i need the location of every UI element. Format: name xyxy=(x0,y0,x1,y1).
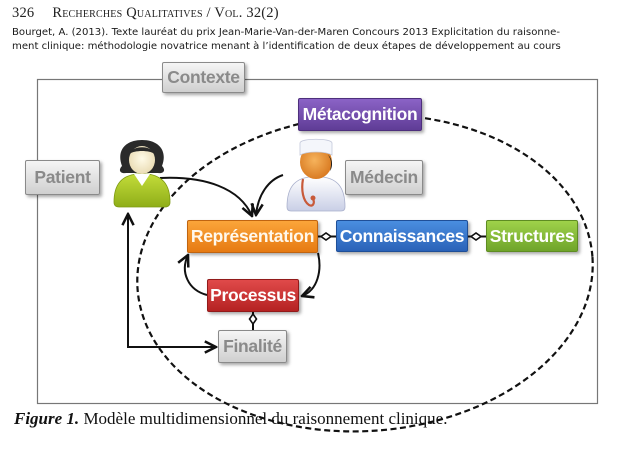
citation-line-2: ment clinique: méthodologie novatrice me… xyxy=(12,41,561,52)
female-user-icon xyxy=(113,140,171,208)
node-medecin: Médecin xyxy=(345,160,423,195)
node-connaissances: Connaissances xyxy=(336,220,468,252)
node-metacognition: Métacognition xyxy=(298,98,422,131)
edge-patient-finalite xyxy=(128,214,216,347)
node-structures: Structures xyxy=(486,220,578,252)
edge-representation-processus xyxy=(302,252,321,296)
doctor-icon xyxy=(286,138,346,212)
edge-processus-finalite xyxy=(248,312,258,330)
context-frame xyxy=(36,78,599,405)
edge-representation-connaissances xyxy=(318,232,336,241)
citation-line-1: Bourget, A. (2013). Texte lauréat du pri… xyxy=(12,27,561,38)
figure-label: Figure 1. xyxy=(14,409,80,428)
metacognition-ellipse xyxy=(136,113,594,433)
node-representation: Représentation xyxy=(187,220,318,253)
journal-title: Recherches Qualitatives / Vol. 32(2) xyxy=(52,5,279,21)
node-patient: Patient xyxy=(25,160,100,195)
edge-connaissances-structures xyxy=(468,232,486,241)
node-finalite: Finalité xyxy=(218,330,287,363)
figure-caption-text: Modèle multidimensionnel du raisonnement… xyxy=(79,409,448,428)
node-contexte: Contexte xyxy=(162,62,245,93)
running-head: 326 Recherches Qualitatives / Vol. 32(2) xyxy=(12,5,279,22)
page-number: 326 xyxy=(12,5,35,21)
edge-medecin-representation xyxy=(256,174,284,215)
citation: Bourget, A. (2013). Texte lauréat du pri… xyxy=(12,26,612,54)
edge-processus-representation xyxy=(185,255,208,296)
edge-patient-representation xyxy=(159,176,252,216)
figure-caption: Figure 1. Modèle multidimensionnel du ra… xyxy=(14,409,447,429)
node-processus: Processus xyxy=(207,279,299,312)
